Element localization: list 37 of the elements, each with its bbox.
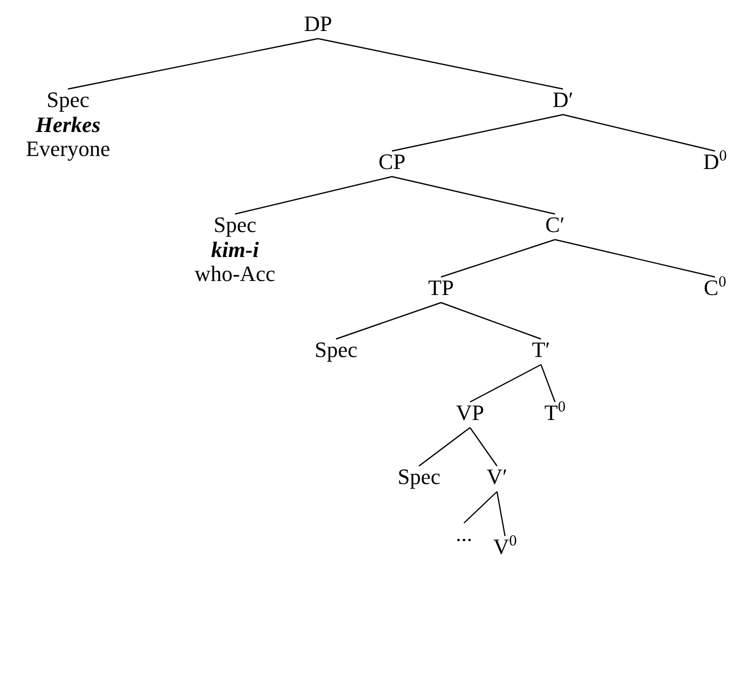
tree-branch xyxy=(470,364,542,403)
tree-branch xyxy=(234,176,392,215)
tree-branch xyxy=(464,491,498,524)
tree-node-label: T′ xyxy=(532,338,550,363)
tree-node-label: ... xyxy=(456,522,472,547)
tree-node-label: V′ xyxy=(486,465,508,490)
tree-branch xyxy=(440,239,556,278)
tree-node-label: C′ xyxy=(545,213,565,238)
lexical-item: Herkes xyxy=(36,112,100,138)
tree-branch xyxy=(318,38,564,90)
tree-branch xyxy=(496,492,506,536)
tree-branch xyxy=(392,114,564,152)
tree-branch xyxy=(418,427,470,466)
tree-node-label: TP xyxy=(428,276,454,301)
tree-node-label: C$^{0}$ xyxy=(704,276,726,301)
tree-branch xyxy=(440,302,542,340)
tree-branch xyxy=(336,302,442,340)
lexical-item: kim-i xyxy=(211,238,259,262)
tree-node-label: Spec xyxy=(314,338,358,363)
tree-branch xyxy=(68,38,318,90)
tree-branch xyxy=(554,239,716,278)
tree-node-label: VP xyxy=(456,401,484,426)
tree-branch xyxy=(540,364,556,402)
gloss: Everyone xyxy=(26,137,110,162)
tree-node-label: DP xyxy=(304,12,332,37)
tree-node-label: CP xyxy=(378,150,406,175)
tree-node-label: Spec xyxy=(398,465,440,490)
tree-node-label: D$^{0}$ xyxy=(703,150,727,175)
tree-node-label: T$^{0}$ xyxy=(544,401,566,426)
tree-node-label: D′ xyxy=(552,88,574,113)
gloss: who-Acc xyxy=(194,262,276,287)
tree-node-label: Spec xyxy=(214,213,256,238)
tree-branch xyxy=(562,114,716,152)
tree-branch xyxy=(392,176,556,215)
tree-branch xyxy=(470,427,498,466)
tree-node-label: Spec xyxy=(46,88,90,113)
tree-node-label: V$^{0}$ xyxy=(493,535,517,560)
